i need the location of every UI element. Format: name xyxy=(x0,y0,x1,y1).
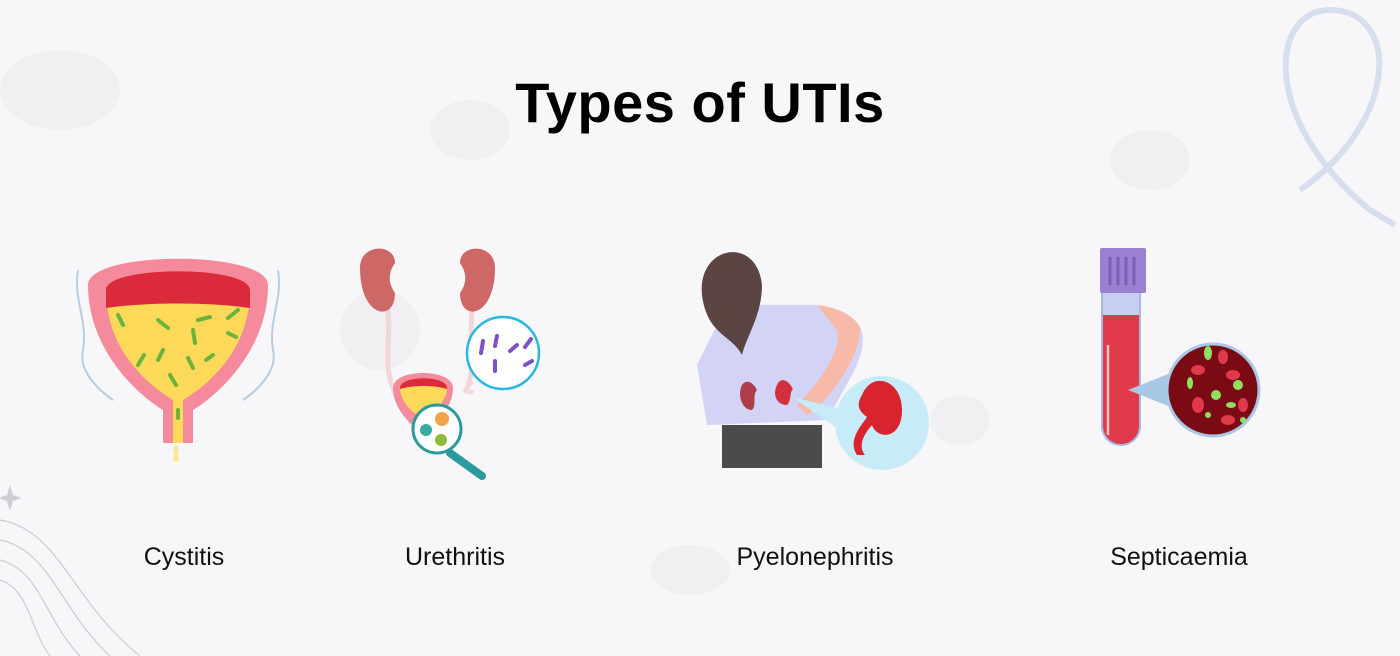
kidney-pain-icon xyxy=(697,252,929,470)
bladder-infection-icon xyxy=(76,258,280,462)
catheter-decoration xyxy=(1282,6,1397,228)
blood-tube-bacteria-icon xyxy=(1100,248,1261,446)
type-label-cystitis: Cystitis xyxy=(143,543,225,571)
urinary-tract-bacteria-icon xyxy=(360,248,541,480)
type-label-urethritis: Urethritis xyxy=(404,543,505,571)
page-title: Types of UTIs xyxy=(515,71,885,134)
type-label-septicaemia: Septicaemia xyxy=(1110,543,1248,571)
sparkle-icon xyxy=(0,485,22,511)
type-label-pyelonephritis: Pyelonephritis xyxy=(736,543,894,571)
